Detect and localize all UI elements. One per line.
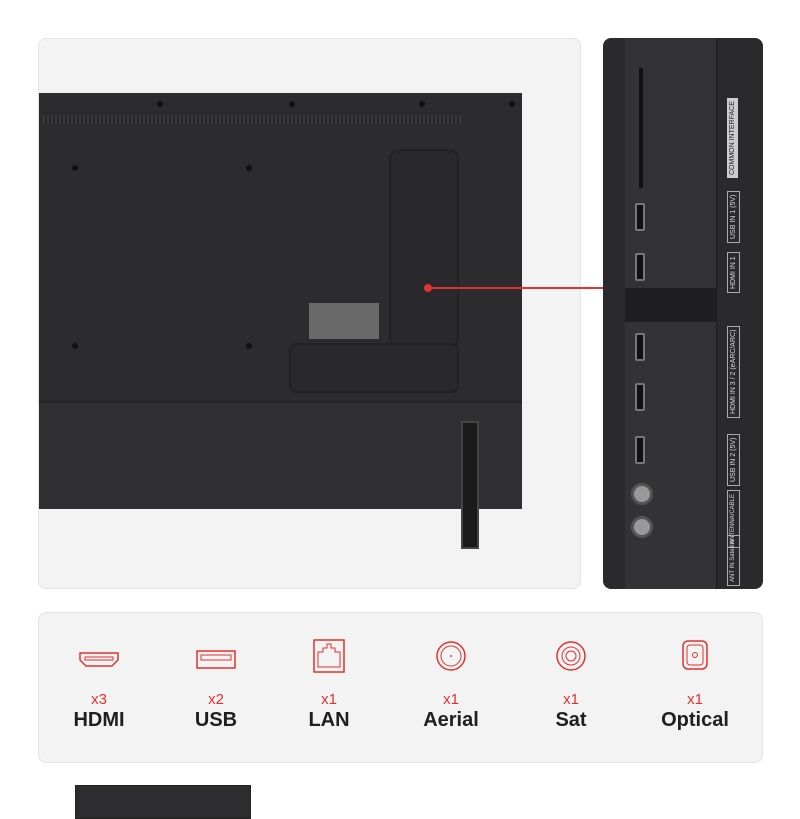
screw [419,101,425,107]
optical-icon [682,640,708,670]
hdmi-icon [79,652,119,667]
vesa-screw [72,343,78,349]
lan-icon [313,639,345,673]
port-summary: x3 HDMI x2 USB x1 LAN x1 Aerial x1 Sat x… [38,612,763,763]
port-count: x3 [91,691,107,708]
panel-label: HDMI IN 1 [727,252,740,293]
vent-grille [43,115,461,124]
port-label: Sat [555,709,587,731]
port-count: x1 [563,691,579,708]
screw [509,101,515,107]
port-count: x1 [443,691,459,708]
port-label: LAN [308,709,350,731]
rating-label [309,303,379,339]
connector-closeup: COMMON INTERFACE USB IN 1 (5V) HDMI IN 1… [603,38,763,589]
port-label: USB [194,709,238,731]
screw [157,101,163,107]
coax-port [631,483,653,505]
port-label: HDMI [73,709,125,731]
port-optical: x1 Optical [635,613,755,764]
tv-rear-image-card [38,38,604,819]
cable-bracket [625,288,717,322]
port-label: Aerial [423,709,479,731]
usb-port [635,203,645,231]
panel-label: COMMON INTERFACE [727,98,738,178]
screw [289,101,295,107]
hdmi-port [635,253,645,281]
hdmi-port [635,383,645,411]
hdmi-port [635,333,645,361]
lower-cover [39,401,522,819]
sat-icon [556,641,586,671]
port-usb: x2 USB [156,613,276,764]
power-bay [289,343,459,393]
connector-bay [389,149,459,349]
port-count: x1 [687,691,703,708]
port-count: x2 [208,691,224,708]
vesa-screw [72,165,78,171]
panel-label: HDMI IN 3 / 2 (eARC/ARC) [727,325,740,418]
port-aerial: x1 Aerial [391,613,511,764]
callout-line [427,287,604,289]
aerial-icon [436,641,466,671]
port-count: x1 [321,691,337,708]
port-hdmi: x3 HDMI [39,613,159,764]
speaker-cover [75,785,251,819]
tv-rear-panel [39,93,522,819]
vesa-screw [246,165,252,171]
stand-bracket [461,421,479,549]
port-lan: x1 LAN [269,613,389,764]
port-label: Optical [661,709,729,731]
usb-port [635,436,645,464]
coax-port [631,516,653,538]
panel-label: USB IN 1 (5V) [727,190,740,243]
port-sat: x1 Sat [511,613,631,764]
vesa-screw [246,343,252,349]
usb-icon [196,650,236,669]
callout-dot [424,284,432,292]
ci-slot [639,68,643,188]
panel-label: USB IN 2 (5V) [727,433,740,486]
panel-label: ANT IN Satellite [727,535,740,586]
